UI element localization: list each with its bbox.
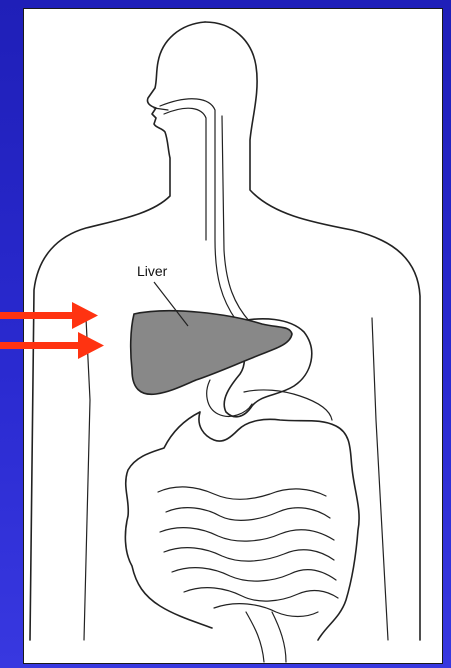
intestine-coil (184, 588, 338, 601)
duodenum (207, 380, 252, 416)
small-intestine (158, 487, 338, 617)
liver (131, 311, 292, 395)
intestine-coil (172, 568, 336, 581)
arrow-upper (0, 302, 98, 329)
arrow-shaft (0, 312, 76, 319)
rectum (246, 612, 286, 662)
right-arm-line (372, 318, 388, 640)
esophagus (160, 99, 250, 322)
intestine-coil (214, 604, 318, 617)
arrow-shaft (0, 342, 82, 349)
intestine-coil (166, 508, 330, 521)
arrow-head (78, 332, 104, 359)
large-intestine (125, 412, 359, 640)
esophagus-left-wall (160, 99, 236, 320)
arrow-head (72, 302, 98, 329)
pancreas (244, 390, 332, 420)
pointer-arrows (0, 302, 104, 359)
intestine-coil (160, 528, 334, 541)
intestine-coil (158, 487, 326, 499)
left-arm-line (84, 318, 90, 640)
liver-label: Liver (137, 263, 168, 279)
intestine-coil (164, 548, 334, 561)
esophagus-right-wall (222, 116, 250, 322)
